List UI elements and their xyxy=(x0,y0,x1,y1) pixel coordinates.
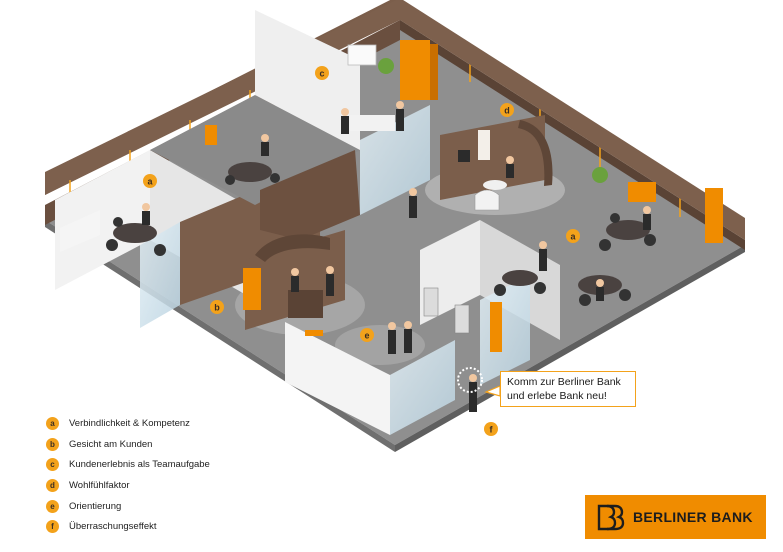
room-a-left-wall-white xyxy=(55,150,150,290)
callout-line-2: und erlebe Bank neu! xyxy=(507,390,607,402)
zone-marker-letter: a xyxy=(147,177,153,187)
zone-marker-letter: e xyxy=(364,331,369,341)
lounge-chair xyxy=(474,189,500,211)
floor-spot-e xyxy=(335,325,425,365)
zone-marker-letter: f xyxy=(490,425,494,435)
room-top-glass xyxy=(360,105,430,215)
room-d-screen xyxy=(458,150,470,162)
atm-1 xyxy=(423,287,439,317)
legend-item: a Verbindlichkeit & Kompetenz xyxy=(46,413,210,434)
legend-item: c Kundenerlebnis als Teamaufgabe xyxy=(46,454,210,475)
callout-box: Komm zur Berliner Bank und erlebe Bank n… xyxy=(500,371,636,407)
orange-door-far-right xyxy=(705,188,723,243)
people xyxy=(142,101,651,412)
legend-label: Kundenerlebnis als Teamaufgabe xyxy=(69,459,210,471)
zone-marker-e: e xyxy=(360,328,374,342)
legend-bullet: e xyxy=(46,499,59,513)
room-a-glass xyxy=(140,222,180,328)
zone-marker-c: c xyxy=(315,66,329,80)
legend-item: b Gesicht am Kunden xyxy=(46,434,210,455)
floor-edge-right xyxy=(395,245,745,452)
room-d-wall xyxy=(440,115,545,200)
plant-top xyxy=(378,58,394,74)
center-curve-wall xyxy=(255,234,330,262)
table-right-room xyxy=(502,270,538,286)
legend-item: d Wohlfühlfaktor xyxy=(46,475,210,496)
chairs xyxy=(106,173,656,306)
berliner-bank-logo: BERLINER BANK xyxy=(585,495,766,539)
room-d-arch xyxy=(518,120,553,186)
starburst-icon xyxy=(457,367,483,393)
legend-bullet: c xyxy=(46,458,59,472)
room-e-front xyxy=(285,322,390,435)
room-e-glass xyxy=(390,340,455,435)
callout-line-1: Komm zur Berliner Bank xyxy=(507,376,621,388)
floor-edge-left xyxy=(45,220,395,452)
table-top-room xyxy=(228,162,272,182)
zone-marker-letter: a xyxy=(570,232,576,242)
legend-bullet: b xyxy=(46,437,59,451)
legend-bullet: f xyxy=(46,520,59,534)
room-top-curved-wall xyxy=(260,150,360,240)
zone-marker-a-left: a xyxy=(143,174,157,188)
zone-legend: a Verbindlichkeit & Kompetenz b Gesicht am… xyxy=(46,413,210,537)
legend-label: Orientierung xyxy=(69,500,122,512)
table-room-a xyxy=(113,223,157,243)
zone-marker-d: d xyxy=(500,103,514,117)
legend-label: Wohlfühlfaktor xyxy=(69,479,130,491)
legend-item: e Orientierung xyxy=(46,496,210,517)
atm-2 xyxy=(454,304,470,334)
zone-marker-a-right: a xyxy=(566,229,580,243)
service-counter xyxy=(288,290,323,318)
room-d-panel xyxy=(478,130,490,160)
legend-label: Verbindlichkeit & Kompetenz xyxy=(69,417,190,429)
zone-marker-b: b xyxy=(210,300,224,314)
zone-marker-f: f xyxy=(484,422,498,436)
lounge-table xyxy=(483,180,507,190)
counter-top-room xyxy=(350,115,395,131)
white-cabinet-left xyxy=(60,210,100,252)
legend-bullet: a xyxy=(46,416,59,430)
back-wall-right-raised xyxy=(400,0,745,240)
zone-marker-letter: c xyxy=(319,69,324,79)
whiteboard xyxy=(347,44,377,66)
table-right-1 xyxy=(606,220,650,240)
orange-door-right xyxy=(490,302,502,352)
back-wall-right xyxy=(400,20,745,250)
zone-marker-letter: d xyxy=(504,106,510,116)
legend-label: Gesicht am Kunden xyxy=(69,438,153,450)
orange-box-right xyxy=(628,182,656,202)
orange-cabinet-top xyxy=(400,40,430,100)
orange-panel-left xyxy=(205,125,217,145)
room-e-orange-mark xyxy=(305,330,323,336)
info-panel-b xyxy=(243,268,261,310)
legend-label: Überraschungseffekt xyxy=(69,521,157,533)
legend-item: f Überraschungseffekt xyxy=(46,516,210,537)
logo-text: BERLINER BANK xyxy=(633,509,753,525)
legend-bullet: d xyxy=(46,478,59,492)
room-top-wall-white xyxy=(255,10,360,150)
orange-cabinet-top-side xyxy=(430,44,438,100)
plant-right xyxy=(592,167,608,183)
zone-marker-letter: b xyxy=(214,303,220,313)
berliner-bank-mark-icon xyxy=(597,504,625,531)
